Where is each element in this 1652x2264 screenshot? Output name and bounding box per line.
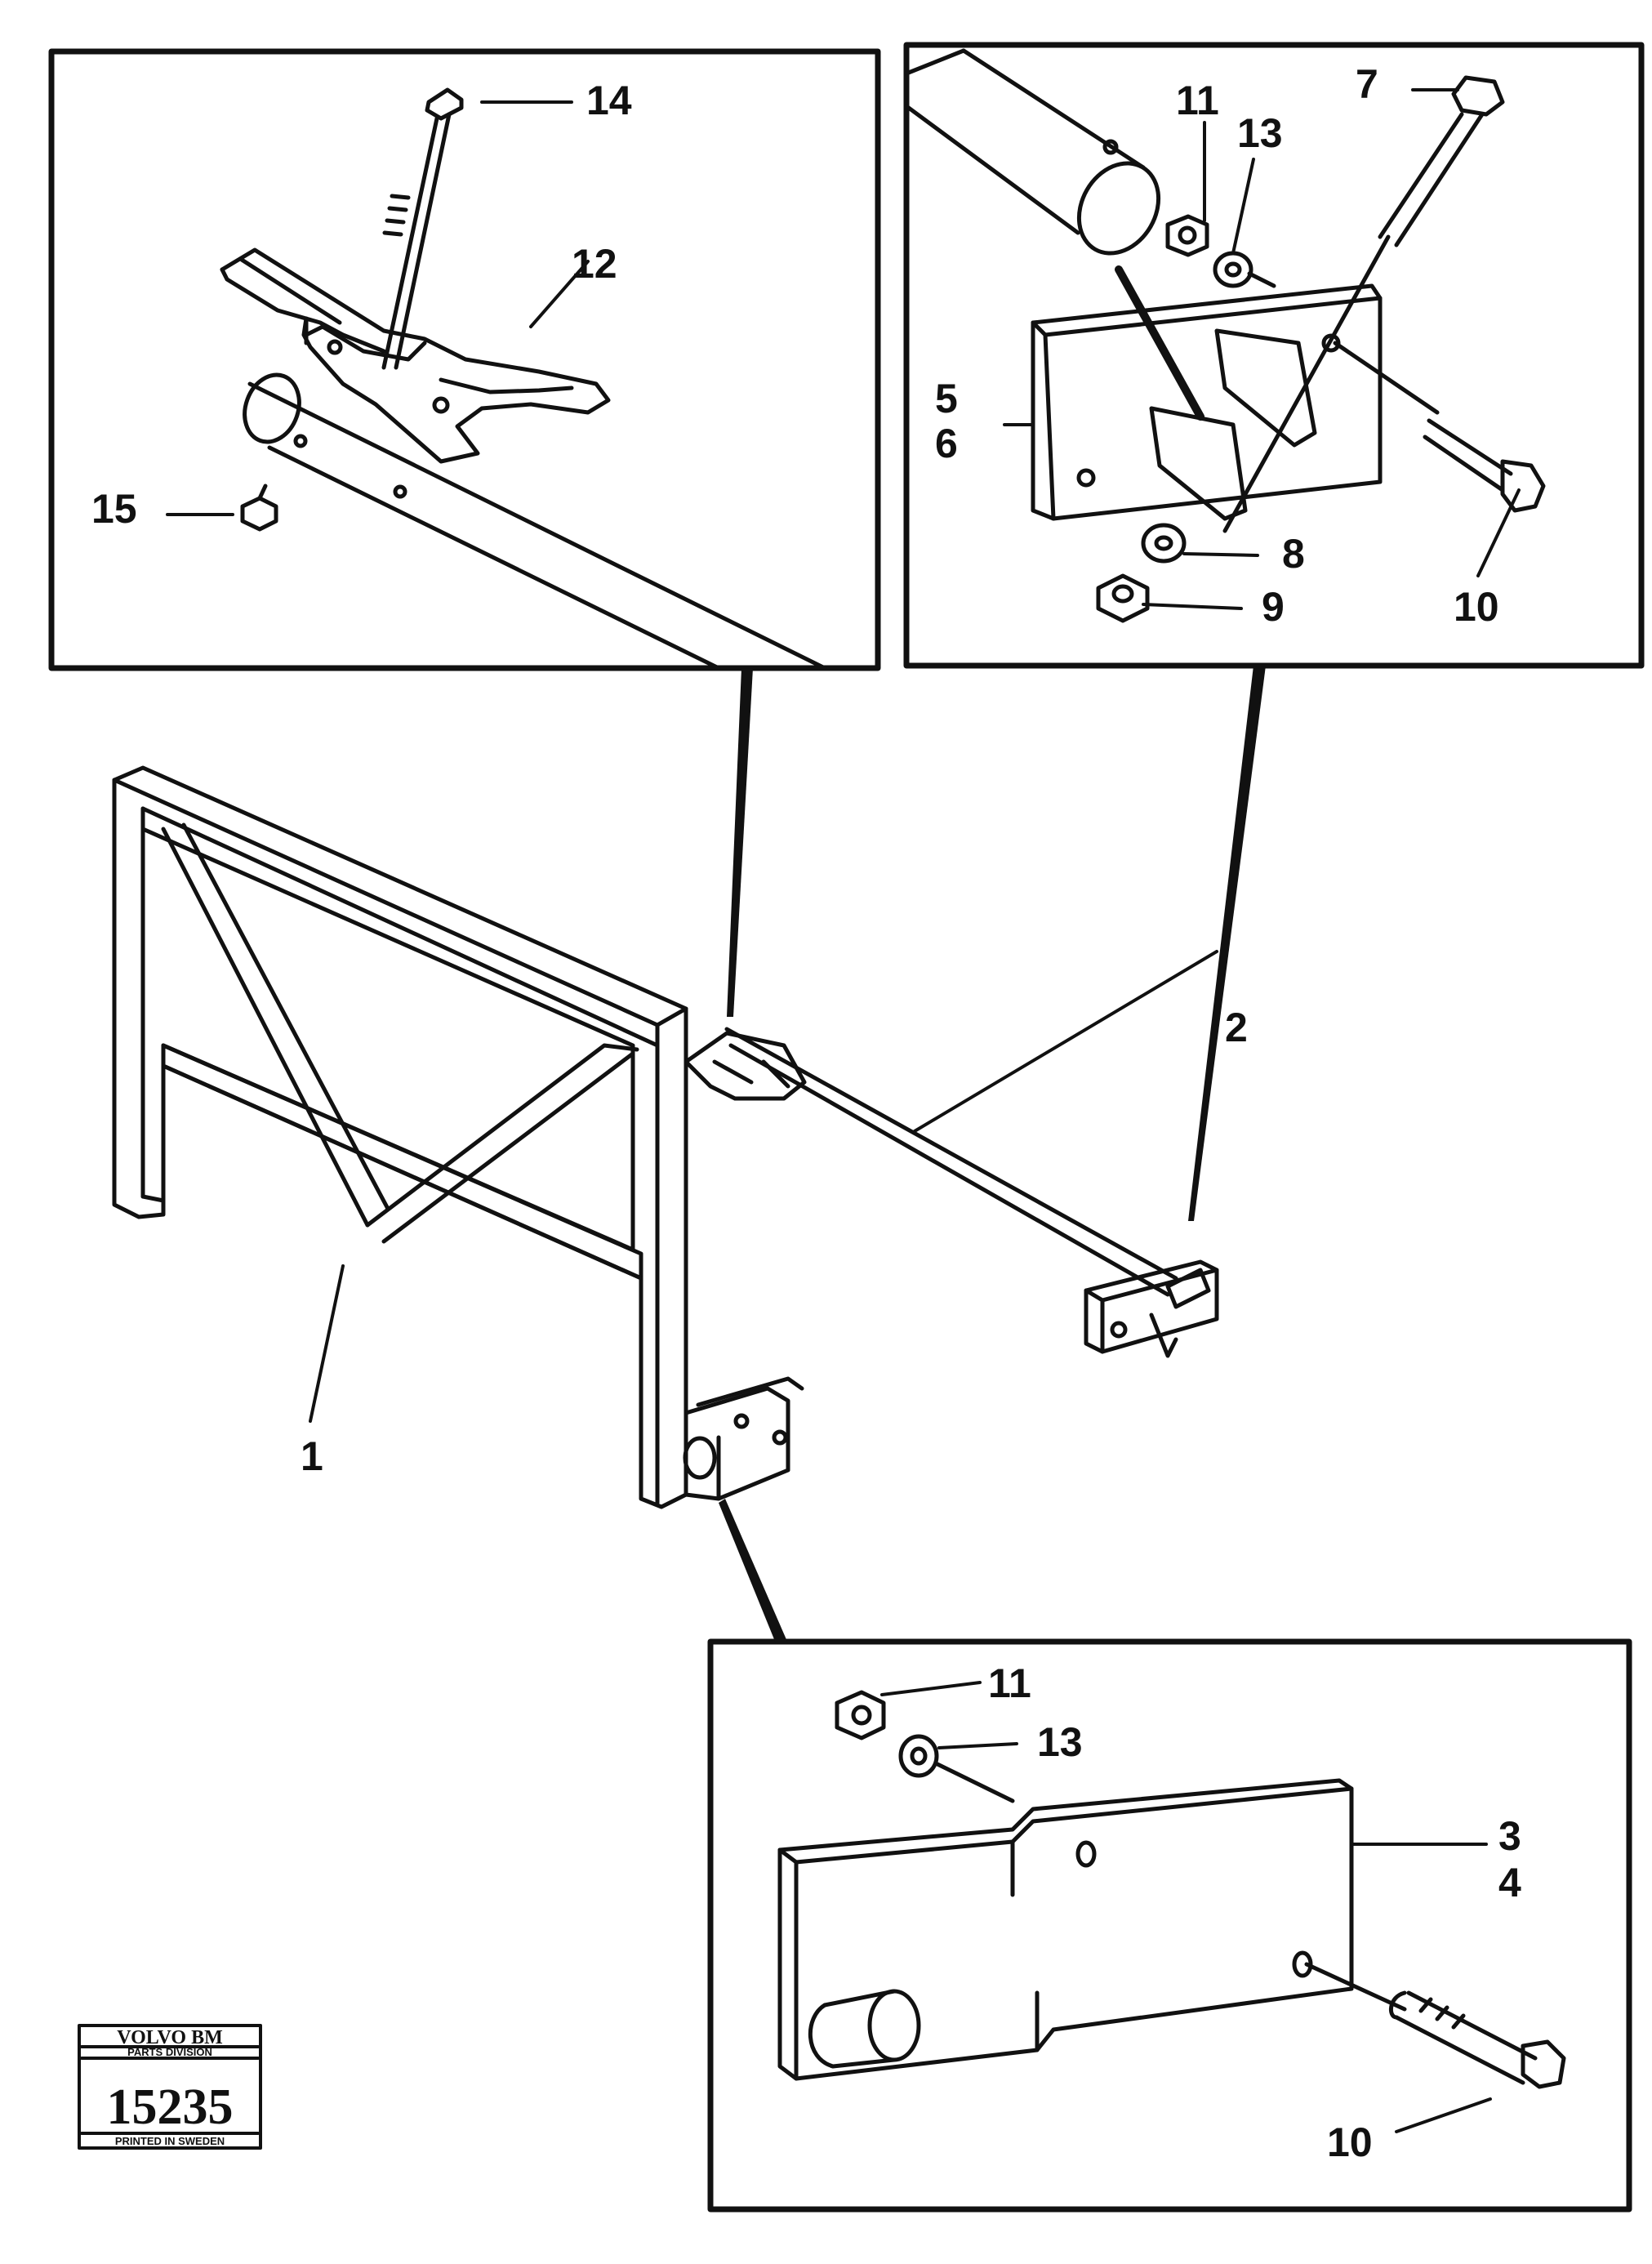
washer-13-top — [1213, 251, 1276, 288]
callout-6: 6 — [935, 421, 958, 466]
plate-5-6 — [1031, 283, 1383, 521]
nut-11-top — [1165, 214, 1209, 257]
callout-7: 7 — [1356, 61, 1378, 107]
callout-5: 5 — [935, 376, 958, 421]
plate-3-4 — [777, 1778, 1354, 2081]
callout-15: 15 — [91, 486, 137, 532]
detail-box-top-left — [48, 48, 881, 671]
callout-1: 1 — [301, 1433, 323, 1479]
bolt-7 — [1222, 75, 1505, 533]
callout-13-top: 13 — [1237, 110, 1283, 156]
nut-9 — [1096, 573, 1150, 623]
callout-10-bottom: 10 — [1327, 2119, 1373, 2165]
leader-lines — [166, 88, 1521, 2133]
washer-13-bottom — [898, 1734, 1015, 1803]
callout-12: 12 — [572, 241, 617, 287]
stamp-division: PARTS DIVISION — [127, 2046, 212, 2058]
main-assembly — [112, 765, 1219, 1509]
callout-4: 4 — [1498, 1860, 1521, 1905]
stamp-brand: VOLVO BM — [117, 2027, 223, 2048]
hinge-bracket — [683, 1376, 804, 1501]
callout-10-top: 10 — [1454, 584, 1499, 630]
pedal-bracket — [220, 247, 611, 464]
callout-8: 8 — [1282, 531, 1305, 577]
detail-box-top-right — [903, 42, 1645, 669]
callout-3: 3 — [1498, 1813, 1521, 1859]
pin — [808, 1989, 921, 2069]
washer-8 — [1141, 523, 1187, 564]
stamp-text: VOLVO BM PARTS DIVISION 15235 PRINTED IN… — [107, 2027, 234, 2147]
detail-box-bottom — [707, 1638, 1632, 2213]
bolt-10-bottom — [1304, 1962, 1566, 2089]
callout-13-bottom: 13 — [1037, 1719, 1083, 1765]
frame-1 — [112, 765, 688, 1509]
nut-15 — [240, 484, 278, 532]
callout-11-bottom: 11 — [988, 1660, 1031, 1706]
connector-wedges — [719, 666, 1266, 1643]
callouts: 14 12 15 11 13 7 5 6 8 9 10 2 1 11 13 3 … — [91, 61, 1521, 2165]
volvo-bm-stamp — [78, 2024, 262, 2150]
callout-9: 9 — [1262, 584, 1285, 630]
bolt-14 — [381, 87, 464, 370]
callout-2: 2 — [1225, 1005, 1248, 1050]
callout-14: 14 — [586, 78, 632, 123]
bolt-10-top — [1333, 341, 1546, 513]
stamp-footer: PRINTED IN SWEDEN — [115, 2135, 225, 2147]
callout-11-top: 11 — [1176, 78, 1219, 123]
stamp-number: 15235 — [107, 2079, 234, 2135]
arm-2 — [684, 1027, 1219, 1358]
tube-end — [243, 372, 827, 671]
nut-11-bottom — [835, 1690, 886, 1740]
